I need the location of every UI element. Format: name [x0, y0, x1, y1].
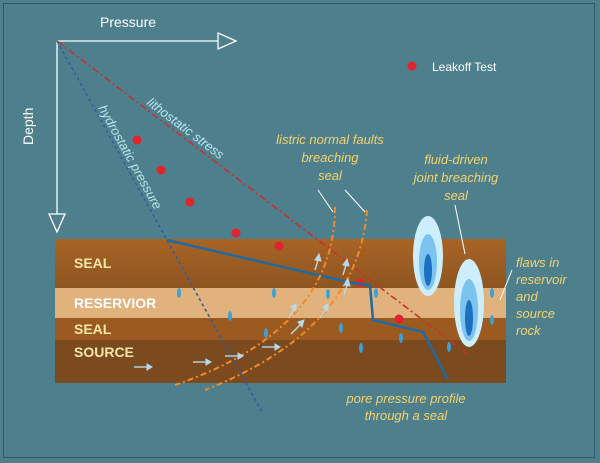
pressure-axis-label: Pressure [100, 14, 156, 30]
svg-text:through a seal: through a seal [365, 408, 449, 423]
pore-pressure-profile [166, 238, 450, 381]
legend-marker [407, 61, 417, 71]
layer-label-source: SOURCE [74, 344, 134, 360]
leakoff-point [185, 197, 195, 207]
svg-text:breaching: breaching [301, 150, 359, 165]
depth-axis-label: Depth [20, 108, 36, 145]
svg-text:fluid-driven: fluid-driven [424, 152, 488, 167]
svg-text:pore pressure profile: pore pressure profile [345, 391, 465, 406]
leakoff-point [394, 314, 404, 324]
svg-text:flaws in: flaws in [516, 255, 559, 270]
fault-callout-line [317, 189, 334, 213]
depth-axis [47, 41, 67, 234]
svg-text:joint breaching: joint breaching [412, 170, 499, 185]
seal-layer-bottom [55, 318, 506, 340]
lithostatic-stress-line [56, 40, 471, 357]
leakoff-point [132, 135, 142, 145]
svg-text:seal: seal [318, 168, 343, 183]
leakoff-point [156, 165, 166, 175]
hydrostatic-pressure-label: hydrostatic pressure [95, 102, 165, 212]
svg-text:source: source [516, 306, 555, 321]
joint-callout-line [499, 269, 513, 301]
leakoff-point [274, 241, 284, 251]
layer-label-seal-top: SEAL [74, 255, 112, 271]
svg-text:rock: rock [516, 323, 542, 338]
joint-annotation: fluid-driven joint breaching seal [412, 152, 499, 203]
svg-text:and: and [516, 289, 538, 304]
hydrostatic-pressure-line [56, 40, 263, 413]
flaw-markers [177, 288, 494, 353]
fault-annotation: listric normal faults breaching seal [276, 132, 384, 183]
frame-border [3, 3, 595, 458]
fluid-joint-upper [413, 216, 443, 296]
lithostatic-stress-label: lithostatic stress [144, 94, 227, 162]
svg-text:seal: seal [444, 188, 469, 203]
layer-label-seal-bottom: SEAL [74, 321, 112, 337]
legend-label: Leakoff Test [432, 60, 497, 74]
fault-callout-line [344, 189, 366, 213]
layer-label-reservoir: RESERVIOR [74, 295, 156, 311]
svg-text:listric normal faults: listric normal faults [276, 132, 384, 147]
leakoff-point [231, 228, 241, 238]
joint-callout-line [454, 204, 466, 255]
fluid-joint-lower [454, 259, 484, 347]
profile-annotation: pore pressure profile through a seal [345, 391, 465, 423]
pressure-axis [57, 31, 238, 51]
svg-text:reservoir: reservoir [516, 272, 567, 287]
fluid-flow-arrows [134, 252, 351, 371]
flaws-annotation: flaws in reservoir and source rock [516, 255, 567, 338]
